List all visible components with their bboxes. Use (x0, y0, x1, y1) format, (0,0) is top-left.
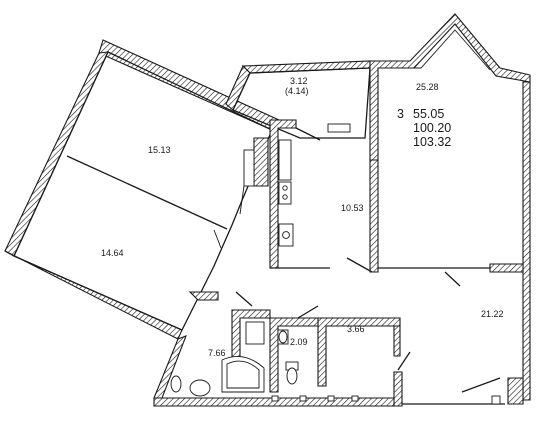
bedroom-door-mark (213, 229, 222, 249)
wardrobe-wall (317, 317, 401, 387)
bedroom-wall-top (98, 39, 280, 131)
entry-jamb (507, 377, 524, 405)
washing-machine (245, 321, 265, 345)
kitchen-door (295, 127, 321, 141)
label-bathroom: 7.66 (208, 348, 226, 358)
toilet-wall (269, 317, 319, 393)
toilet2-icon (286, 367, 298, 385)
bedroom-partition (66, 155, 228, 230)
summary-total-area: 100.20 (413, 121, 451, 135)
wardrobe-side-door (397, 351, 411, 371)
washbasin (189, 379, 211, 397)
utility-cabinet (243, 149, 255, 187)
summary-total-with-balcony: 103.32 (413, 135, 451, 149)
sink (278, 223, 294, 247)
label-toilet: 2.09 (290, 337, 308, 347)
summary-rooms-count: 3 (397, 107, 404, 121)
kitchen-counter (278, 139, 292, 181)
bathtub-inner (226, 360, 260, 389)
hall-door (444, 271, 461, 287)
bath-wall-top (188, 291, 219, 301)
bath-wall-left (153, 335, 187, 399)
wardrobe-wall-right (393, 325, 401, 357)
toilet-small-icon (278, 330, 288, 344)
bedroom-wall-left (4, 51, 109, 257)
bottom-wall-stub (393, 371, 403, 407)
label-bedroom-bottom: 14.64 (101, 248, 124, 258)
right-wall (522, 81, 531, 401)
label-hall: 21.22 (481, 309, 504, 319)
entry-post (491, 395, 501, 405)
label-balcony-reduced: (4.14) (285, 86, 309, 96)
living-wall-lower (369, 159, 379, 273)
living-door (346, 257, 373, 273)
burner-icon (282, 194, 288, 200)
entry-door (461, 377, 501, 393)
label-balcony: 3.12 (290, 76, 308, 86)
wardrobe-door (297, 305, 319, 319)
label-wardrobe: 3.66 (347, 324, 365, 334)
stove (278, 181, 292, 205)
kitchen-block (269, 119, 351, 269)
bottom-wall (153, 371, 524, 407)
bath-door (235, 291, 253, 307)
hall-wall-stub (489, 263, 524, 273)
sink-drain-icon (282, 231, 290, 239)
bay-window-line (385, 29, 491, 71)
radiator (327, 123, 351, 133)
toilet-icon (170, 375, 182, 393)
balcony (225, 60, 371, 139)
burner-icon (282, 185, 288, 191)
summary-living-area: 55.05 (413, 107, 444, 121)
living-interior (346, 159, 524, 287)
wet-zone (153, 291, 411, 399)
utility-wall (253, 137, 269, 187)
label-kitchen: 10.53 (341, 203, 364, 213)
baseboard-marks (271, 395, 359, 402)
balcony-outline (232, 67, 371, 139)
label-bedroom-top: 15.13 (148, 145, 171, 155)
utility-column (239, 137, 269, 215)
utility-door (239, 185, 245, 215)
label-living-room: 25.28 (416, 82, 439, 92)
